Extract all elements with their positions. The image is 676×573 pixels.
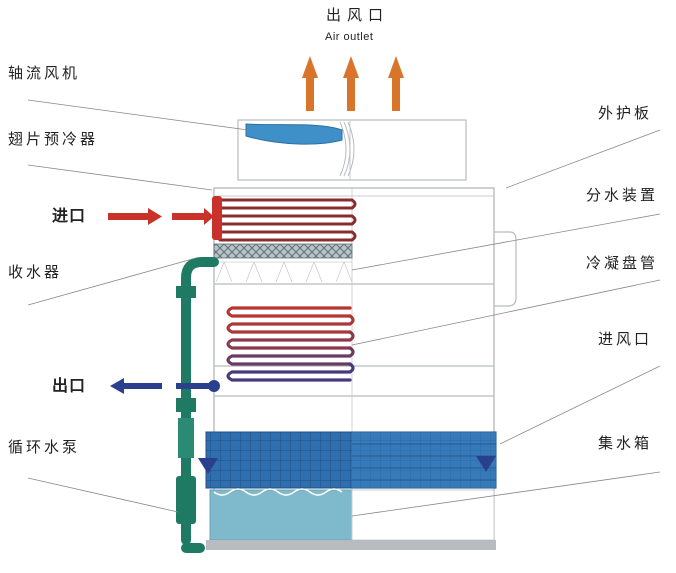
pump-body [176, 286, 196, 524]
label-water-tank: 集水箱 [598, 434, 653, 452]
condensing-coil [226, 306, 355, 382]
label-outlet-en: Air outlet [325, 31, 374, 43]
air-outlet-arrow [343, 56, 359, 111]
label-drift-eliminator: 收水器 [8, 263, 63, 281]
label-outlet-zh: 出风口 [326, 6, 390, 24]
label-condensing-coil: 冷凝盘管 [586, 254, 659, 272]
air-outlet-arrows [302, 56, 404, 111]
basin [198, 431, 497, 489]
label-air-inlet: 进风口 [598, 330, 653, 348]
air-outlet-arrow [302, 56, 318, 111]
circulating-pipe [181, 257, 219, 553]
inlet-arrow [108, 208, 214, 225]
water-distributor [214, 261, 353, 283]
water-tank [206, 488, 496, 550]
drift-eliminator-mesh [213, 243, 353, 259]
label-fin-precooler: 翅片预冷器 [8, 130, 99, 148]
fan-blade [245, 123, 343, 145]
label-inlet: 进口 [52, 206, 87, 225]
air-outlet-arrow [388, 56, 404, 111]
label-water-distributor: 分水装置 [586, 186, 659, 204]
leader-lines [27, 99, 661, 517]
label-outer-panel: 外护板 [598, 104, 653, 122]
label-circulating-pump: 循环水泵 [8, 438, 81, 456]
label-axial-fan: 轴流风机 [8, 64, 81, 82]
label-outlet: 出口 [52, 376, 87, 395]
outlet-arrow [110, 378, 214, 394]
fin-precooler-coil [212, 196, 357, 242]
